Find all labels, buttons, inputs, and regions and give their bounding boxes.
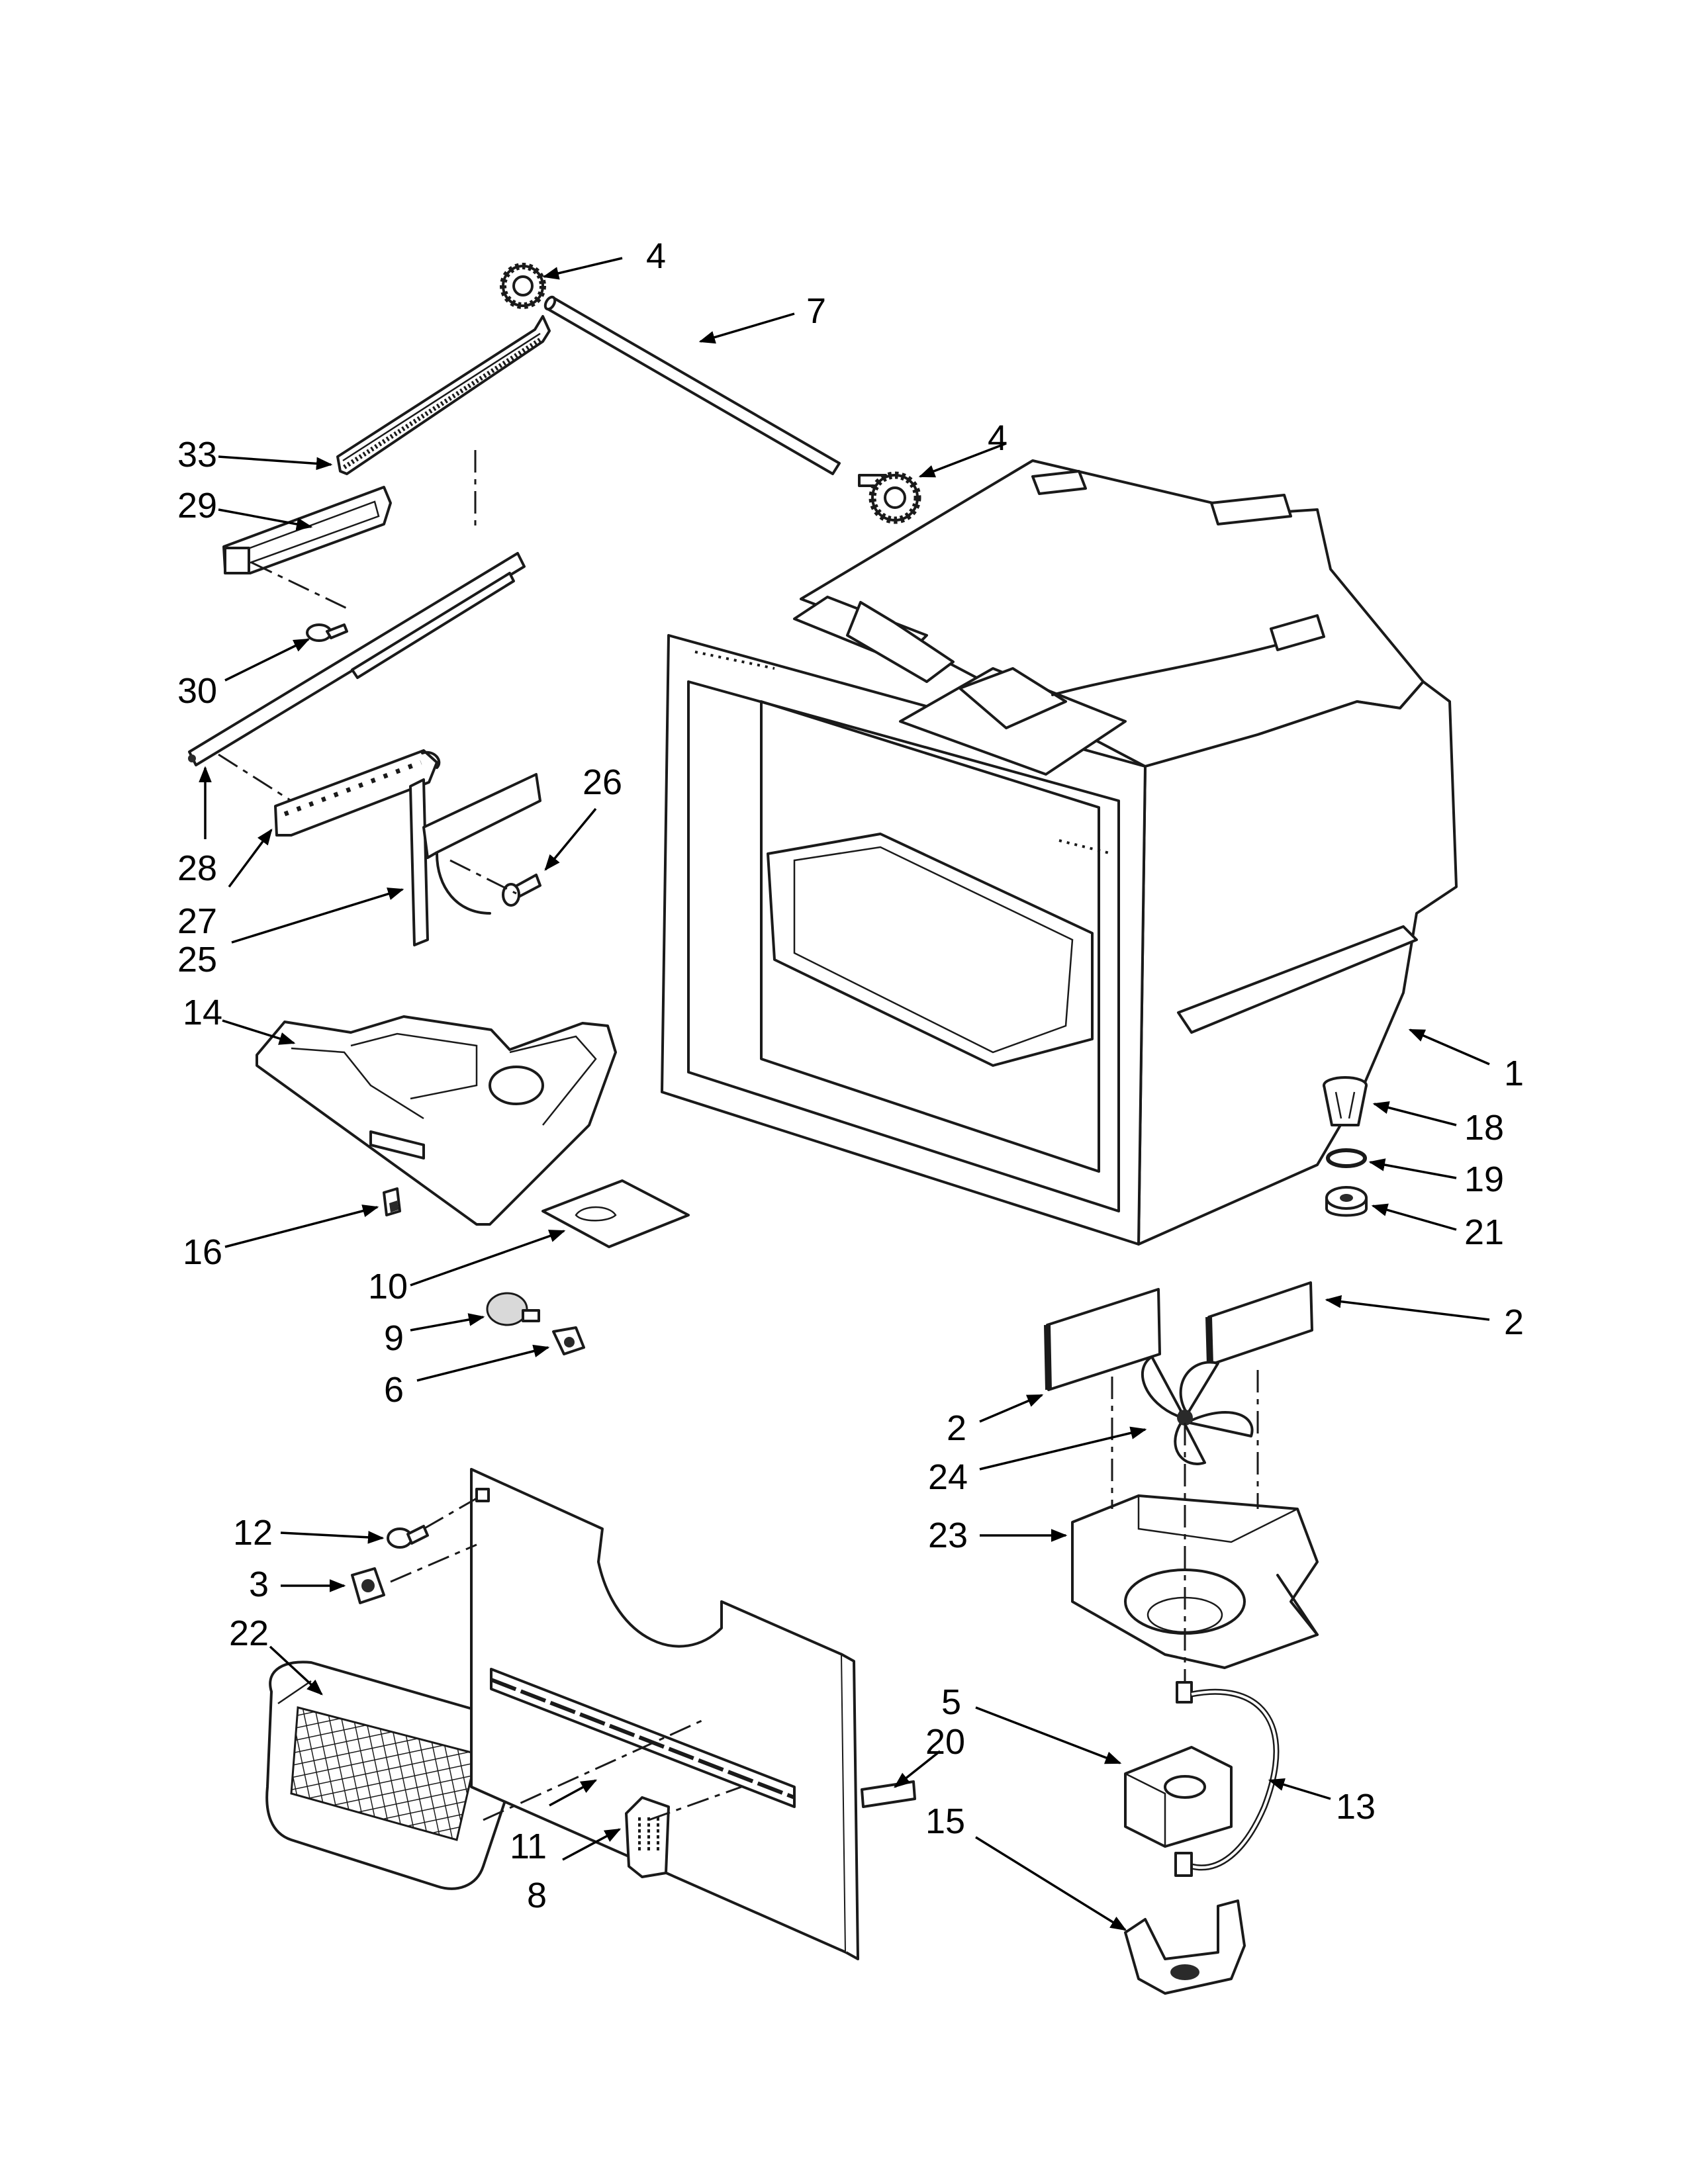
callout-25: 25 [177, 940, 217, 979]
freezer-liner-part [661, 459, 1458, 1246]
leader-11 [549, 1779, 598, 1807]
leader-15 [975, 1836, 1127, 1931]
callout-4-top: 4 [646, 236, 666, 276]
grommet-part [1325, 1186, 1368, 1217]
slide-rail-long-part [188, 552, 526, 766]
slide-rail-upper-part [336, 315, 551, 475]
callout-6: 6 [384, 1370, 404, 1410]
callout-13: 13 [1336, 1787, 1376, 1827]
leader-26 [544, 807, 597, 871]
leader-21 [1371, 1203, 1457, 1231]
leader-4-low [918, 442, 1007, 478]
callout-16: 16 [183, 1232, 222, 1272]
callout-1: 1 [1504, 1054, 1524, 1093]
leader-22 [269, 1645, 323, 1696]
leader-13 [1268, 1778, 1331, 1800]
leader-14 [222, 1019, 296, 1045]
callout-2-left: 2 [947, 1408, 966, 1448]
callout-15: 15 [925, 1801, 965, 1841]
callout-23: 23 [928, 1516, 968, 1555]
callout-19: 19 [1464, 1160, 1504, 1199]
callout-labels: 4 7 4 33 29 30 28 27 26 25 14 1 18 19 21… [177, 236, 1524, 1915]
callout-3: 3 [249, 1565, 269, 1604]
leader-1 [1408, 1028, 1490, 1066]
leader-4-top [542, 257, 623, 280]
leader-25 [231, 887, 404, 944]
drain-clip-part [625, 1796, 670, 1878]
callout-26: 26 [583, 762, 622, 802]
callout-leaders [199, 257, 1490, 1931]
fan-motor-part [1124, 1681, 1233, 1848]
leader-2-right [1325, 1295, 1490, 1321]
callout-21: 21 [1464, 1212, 1504, 1252]
lamp-bulb-part [486, 1292, 540, 1326]
thermostat-part [351, 1567, 385, 1604]
fan-shroud-part [1071, 1494, 1319, 1669]
callout-29: 29 [177, 486, 217, 525]
foam-strip-part [861, 1780, 916, 1808]
insulation-block-right-part [1205, 1281, 1313, 1366]
leader-18 [1372, 1101, 1457, 1126]
leader-6 [416, 1344, 550, 1382]
leader-12 [280, 1531, 385, 1544]
callout-24: 24 [928, 1457, 968, 1497]
leader-27 [228, 829, 273, 888]
drain-cup-part [1323, 1076, 1368, 1126]
slide-bracket-part [222, 486, 392, 574]
assembly-lines [218, 450, 1259, 1821]
leader-2-left [979, 1394, 1044, 1423]
leader-24 [979, 1426, 1147, 1471]
callout-22: 22 [229, 1614, 269, 1653]
callout-11: 11 [510, 1827, 547, 1866]
callout-10: 10 [368, 1267, 408, 1306]
callout-4-low: 4 [988, 418, 1008, 458]
mount-bracket-part [409, 773, 541, 946]
leader-10 [410, 1230, 566, 1287]
leader-5 [975, 1706, 1122, 1764]
callout-18: 18 [1464, 1108, 1504, 1148]
callout-30: 30 [177, 671, 217, 711]
callout-27: 27 [177, 901, 217, 941]
evaporator-cover-panel-part [470, 1468, 859, 1960]
leader-30 [224, 638, 310, 682]
shaft-rod-part [543, 295, 841, 475]
leader-20 [894, 1750, 941, 1788]
gear-top-part [500, 263, 546, 309]
callout-9: 9 [384, 1318, 404, 1358]
rail-guide-part [274, 749, 441, 837]
o-ring-part [1326, 1148, 1367, 1168]
insulation-block-left-part [1044, 1288, 1161, 1391]
gear-lower-part [858, 471, 921, 524]
screw-30-part [306, 623, 348, 642]
gasket-sheet-part [541, 1179, 690, 1248]
callout-12: 12 [233, 1513, 273, 1553]
leader-7 [698, 312, 795, 344]
leader-16 [224, 1205, 379, 1248]
screw-12-part [387, 1525, 429, 1549]
callout-7: 7 [806, 291, 826, 331]
callout-5: 5 [941, 1682, 961, 1722]
callout-20: 20 [925, 1722, 965, 1762]
leader-33 [218, 455, 333, 471]
motor-bracket-part [1124, 1852, 1246, 1995]
leader-8 [562, 1828, 622, 1861]
fan-blade-part [1141, 1355, 1254, 1465]
callout-2-right: 2 [1504, 1302, 1524, 1342]
clip-16-part [383, 1187, 401, 1216]
housing-cover-part [256, 1015, 617, 1226]
leader-29 [218, 508, 313, 531]
callout-14: 14 [183, 993, 222, 1032]
callout-33: 33 [177, 435, 217, 475]
callout-8: 8 [527, 1876, 547, 1915]
leader-9 [410, 1313, 485, 1332]
lamp-socket-part [552, 1326, 585, 1355]
screw-26-part [502, 874, 541, 907]
leader-19 [1368, 1158, 1457, 1179]
callout-28: 28 [177, 848, 217, 888]
